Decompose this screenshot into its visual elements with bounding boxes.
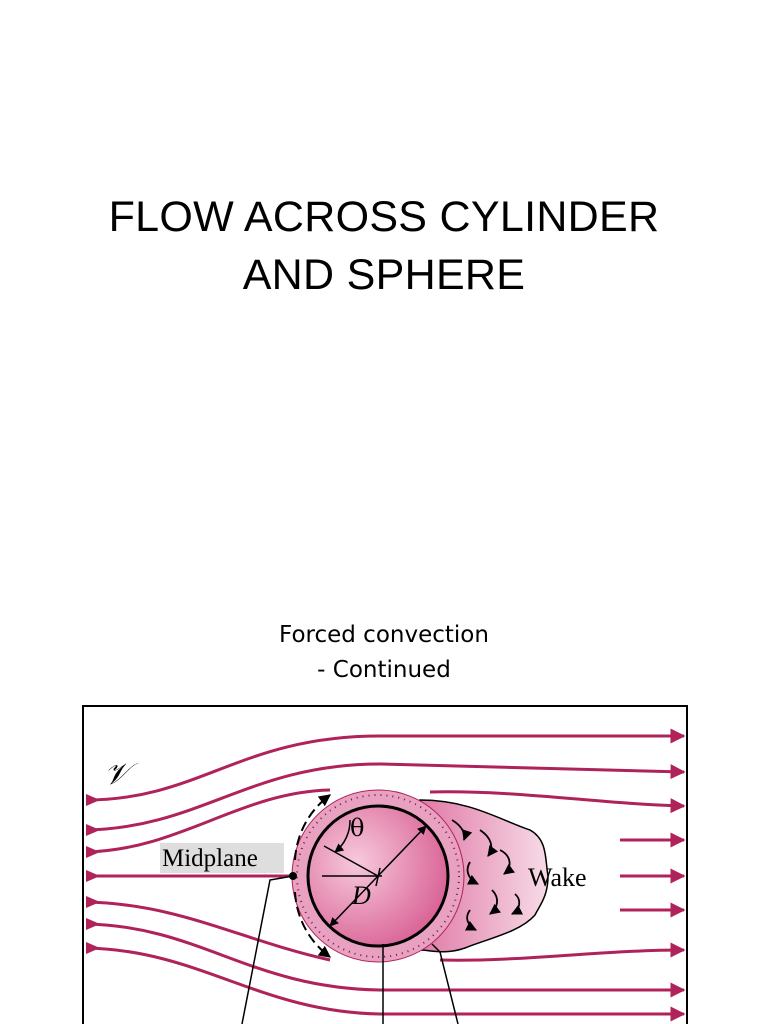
- inlet-arrow: [86, 942, 100, 954]
- subtitle-line-2: - Continued: [317, 657, 451, 683]
- midplane-label: Midplane: [162, 845, 258, 872]
- eddy-arrow: [489, 889, 502, 915]
- streamline: [429, 790, 686, 814]
- diameter-arrow-upper: [377, 825, 427, 877]
- boundary-layer-dots: [296, 794, 460, 958]
- diameter-arrow-lower: [329, 875, 379, 927]
- inlet-arrow: [86, 794, 100, 806]
- leader-line: [431, 943, 459, 1024]
- boundary-arc-upper: [294, 794, 331, 861]
- inlet-arrow: [86, 918, 100, 930]
- streamline: [439, 942, 686, 962]
- streamlines: [85, 728, 686, 1022]
- slide-title: FLOW ACROSS CYLINDER AND SPHERE: [0, 188, 768, 304]
- diameter-label: D: [351, 881, 371, 910]
- title-line-1: FLOW ACROSS CYLINDER: [108, 193, 660, 241]
- inlet-arrow: [86, 824, 100, 836]
- theta-label: θ: [350, 814, 364, 842]
- eddy-arrow: [451, 819, 473, 842]
- inlet-arrows: [86, 794, 100, 954]
- slide-subtitle: Forced convection - Continued: [0, 618, 768, 688]
- eddy-arrow: [499, 849, 516, 875]
- subtitle-line-1: Forced convection: [279, 622, 489, 648]
- inlet-arrow: [86, 846, 100, 858]
- streamline: [85, 728, 686, 802]
- inlet-arrow: [86, 896, 100, 908]
- eddy-arrow: [511, 893, 524, 915]
- eddy-arrow: [479, 829, 499, 857]
- boundary-arc-lower: [294, 891, 331, 958]
- wake-eddies: [451, 819, 524, 931]
- streamline: [85, 922, 686, 998]
- leader-line: [241, 875, 294, 1024]
- streamline: [85, 788, 331, 854]
- inlet-arrow: [86, 870, 100, 882]
- streamline: [85, 900, 331, 962]
- midplane-highlight: [160, 843, 284, 873]
- wake-label: Wake: [528, 863, 587, 892]
- theta-arc: [334, 819, 351, 853]
- geometry-lines: [322, 819, 427, 927]
- title-line-2: AND SPHERE: [242, 251, 526, 299]
- streamline: [85, 762, 686, 832]
- theta-line: [323, 845, 379, 877]
- streamline: [85, 946, 686, 1022]
- leader-lines: [241, 875, 459, 1024]
- eddy-arrow: [464, 909, 477, 931]
- eddy-arrow: [466, 861, 479, 885]
